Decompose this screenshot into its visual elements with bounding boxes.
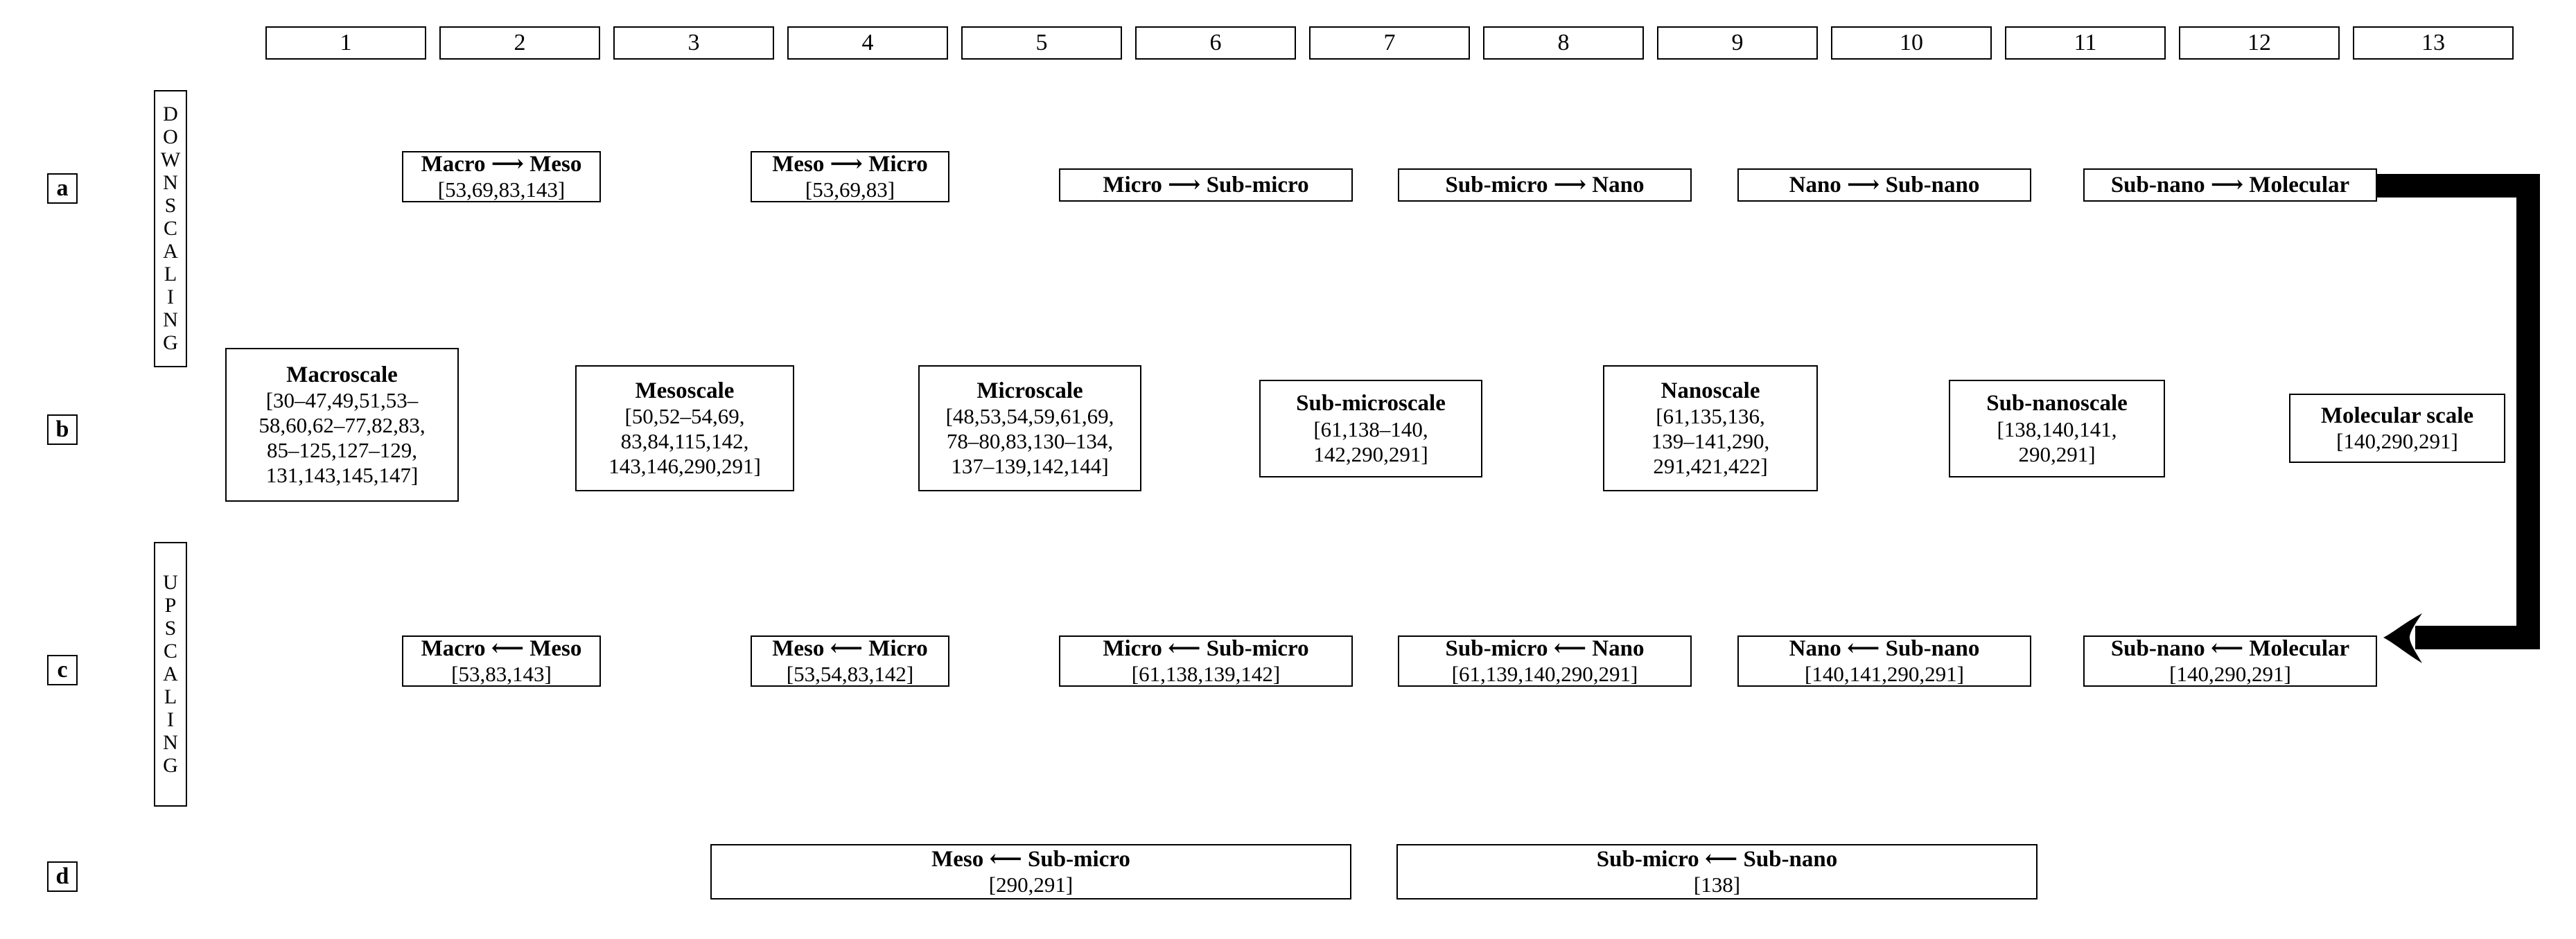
upscaling-letter: I bbox=[167, 708, 174, 731]
row-label-d: d bbox=[47, 861, 78, 892]
row-a-box-macro-meso: Macro ⟶ Meso [53,69,83,143] bbox=[402, 151, 601, 202]
column-header-2: 2 bbox=[439, 26, 600, 60]
row-a-box-micro-submicro: Micro ⟶ Sub-micro bbox=[1059, 168, 1353, 202]
box-title: Sub-micro ⟵ Sub-nano bbox=[1596, 846, 1838, 872]
upscaling-letter: A bbox=[163, 662, 178, 685]
downscaling-letter: S bbox=[164, 194, 177, 217]
box-title: Macro ⟵ Meso bbox=[421, 635, 582, 661]
downscaling-letter: C bbox=[163, 217, 177, 240]
downscaling-letter: L bbox=[164, 263, 177, 286]
box-title: Meso ⟵ Micro bbox=[772, 635, 928, 661]
column-header-5: 5 bbox=[961, 26, 1122, 60]
box-title: Macroscale bbox=[286, 362, 398, 387]
downscaling-letter: G bbox=[163, 331, 178, 354]
row-b-box-subnanoscale: Sub-nanoscale [138,140,141, 290,291] bbox=[1949, 380, 2165, 477]
box-citations: [53,69,83,143] bbox=[437, 177, 566, 202]
box-citations: [53,69,83] bbox=[805, 177, 895, 202]
row-c-box-nano-subnano: Nano ⟵ Sub-nano [140,141,290,291] bbox=[1737, 635, 2031, 687]
box-title: Sub-micro ⟵ Nano bbox=[1445, 635, 1645, 661]
column-header-11: 11 bbox=[2005, 26, 2166, 60]
box-title: Meso ⟶ Micro bbox=[772, 151, 928, 177]
box-title: Molecular scale bbox=[2320, 403, 2474, 428]
row-c-box-meso-micro: Meso ⟵ Micro [53,54,83,142] bbox=[751, 635, 949, 687]
column-header-8: 8 bbox=[1483, 26, 1644, 60]
box-citations: [140,141,290,291] bbox=[1805, 662, 1964, 687]
box-title: Micro ⟶ Sub-micro bbox=[1103, 172, 1309, 198]
downscaling-letter: I bbox=[167, 286, 174, 308]
column-header-3: 3 bbox=[613, 26, 774, 60]
row-c-box-subnano-molecular: Sub-nano ⟵ Molecular [140,290,291] bbox=[2083, 635, 2377, 687]
row-b-box-macroscale: Macroscale [30–47,49,51,53– 58,60,62–77,… bbox=[225, 348, 459, 502]
box-citations: [138] bbox=[1693, 872, 1741, 897]
row-a-box-subnano-molecular: Sub-nano ⟶ Molecular bbox=[2083, 168, 2377, 202]
upscaling-letter: P bbox=[164, 594, 177, 617]
upscaling-letter: N bbox=[163, 731, 178, 754]
row-b-box-mesoscale: Mesoscale [50,52–54,69, 83,84,115,142, 1… bbox=[575, 365, 794, 491]
upscaling-letter: U bbox=[163, 571, 178, 594]
box-citations: [61,138,139,142] bbox=[1131, 662, 1281, 687]
downscaling-letter: O bbox=[163, 125, 178, 148]
box-citations: [61,138–140, 142,290,291] bbox=[1313, 416, 1428, 466]
row-a-box-meso-micro: Meso ⟶ Micro [53,69,83] bbox=[751, 151, 949, 202]
upscaling-letter: S bbox=[164, 617, 177, 640]
downscaling-letter: D bbox=[163, 103, 178, 125]
row-b-box-submicroscale: Sub-microscale [61,138–140, 142,290,291] bbox=[1259, 380, 1482, 477]
box-citations: [140,290,291] bbox=[2169, 662, 2291, 687]
row-d-box-submicro-subnano: Sub-micro ⟵ Sub-nano [138] bbox=[1396, 844, 2038, 899]
box-title: Sub-micro ⟶ Nano bbox=[1445, 172, 1645, 198]
box-citations: [138,140,141, 290,291] bbox=[1997, 416, 2117, 466]
column-header-10: 10 bbox=[1831, 26, 1992, 60]
row-label-b: b bbox=[47, 414, 78, 445]
box-title: Nanoscale bbox=[1661, 378, 1760, 403]
box-citations: [53,54,83,142] bbox=[786, 662, 914, 687]
box-title: Sub-nanoscale bbox=[1986, 391, 2128, 416]
row-c-box-submicro-nano: Sub-micro ⟵ Nano [61,139,140,290,291] bbox=[1398, 635, 1692, 687]
box-title: Macro ⟶ Meso bbox=[421, 151, 582, 177]
row-c-box-macro-meso: Macro ⟵ Meso [53,83,143] bbox=[402, 635, 601, 687]
box-title: Meso ⟵ Sub-micro bbox=[931, 846, 1130, 872]
column-header-1: 1 bbox=[265, 26, 426, 60]
row-label-c: c bbox=[47, 655, 78, 685]
row-b-box-nanoscale: Nanoscale [61,135,136, 139–141,290, 291,… bbox=[1603, 365, 1818, 491]
downscaling-letter: A bbox=[163, 240, 178, 263]
row-d-box-meso-submicro: Meso ⟵ Sub-micro [290,291] bbox=[710, 844, 1351, 899]
row-b-box-molecular-scale: Molecular scale [140,290,291] bbox=[2289, 394, 2505, 463]
box-citations: [53,83,143] bbox=[451, 662, 552, 687]
feedback-arrow-icon bbox=[2374, 170, 2576, 696]
box-citations: [48,53,54,59,61,69, 78–80,83,130–134, 13… bbox=[945, 404, 1114, 479]
downscaling-letter: N bbox=[163, 308, 178, 331]
column-header-4: 4 bbox=[787, 26, 948, 60]
row-label-a: a bbox=[47, 173, 78, 204]
upscaling-letter: C bbox=[163, 640, 177, 662]
box-title: Nano ⟶ Sub-nano bbox=[1789, 172, 1980, 198]
box-citations: [61,139,140,290,291] bbox=[1451, 662, 1638, 687]
row-b-box-microscale: Microscale [48,53,54,59,61,69, 78–80,83,… bbox=[918, 365, 1141, 491]
box-title: Mesoscale bbox=[635, 378, 735, 403]
row-a-box-nano-subnano: Nano ⟶ Sub-nano bbox=[1737, 168, 2031, 202]
upscaling-letter: G bbox=[163, 754, 178, 777]
column-header-13: 13 bbox=[2353, 26, 2514, 60]
box-title: Nano ⟵ Sub-nano bbox=[1789, 635, 1980, 661]
box-citations: [290,291] bbox=[988, 872, 1074, 897]
downscaling-letter: W bbox=[160, 148, 181, 171]
row-c-box-micro-submicro: Micro ⟵ Sub-micro [61,138,139,142] bbox=[1059, 635, 1353, 687]
box-citations: [140,290,291] bbox=[2336, 429, 2458, 454]
column-header-9: 9 bbox=[1657, 26, 1818, 60]
box-citations: [30–47,49,51,53– 58,60,62–77,82,83, 85–1… bbox=[259, 388, 426, 488]
box-title: Micro ⟵ Sub-micro bbox=[1103, 635, 1309, 661]
row-a-box-submicro-nano: Sub-micro ⟶ Nano bbox=[1398, 168, 1692, 202]
downscaling-letter: N bbox=[163, 171, 178, 194]
box-title: Microscale bbox=[976, 378, 1083, 403]
box-title: Sub-microscale bbox=[1296, 391, 1446, 416]
column-header-12: 12 bbox=[2179, 26, 2340, 60]
column-header-7: 7 bbox=[1309, 26, 1470, 60]
column-header-6: 6 bbox=[1135, 26, 1296, 60]
box-citations: [61,135,136, 139–141,290, 291,421,422] bbox=[1651, 404, 1770, 479]
box-title: Sub-nano ⟶ Molecular bbox=[2110, 172, 2350, 198]
upscaling-letter: L bbox=[164, 685, 177, 708]
box-title: Sub-nano ⟵ Molecular bbox=[2110, 635, 2350, 661]
box-citations: [50,52–54,69, 83,84,115,142, 143,146,290… bbox=[608, 404, 761, 479]
